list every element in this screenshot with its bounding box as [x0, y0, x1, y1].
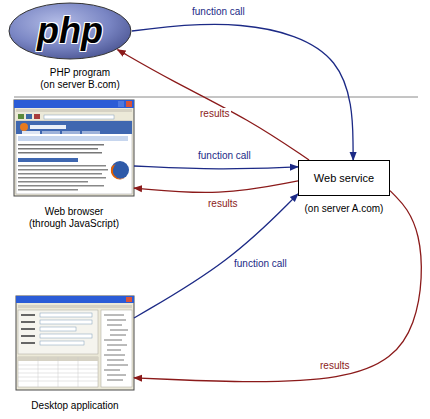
desktop-app-screenshot-part	[40, 327, 76, 331]
browser-screenshot-part	[62, 131, 80, 134]
desktop-app-screenshot-part	[18, 357, 98, 387]
node-sublabel: (on server B.com)	[40, 79, 119, 91]
node-sublabel: (through JavaScript)	[29, 218, 119, 230]
browser-screenshot-part	[18, 136, 128, 141]
node-sublabel: (on server A.com)	[305, 203, 384, 215]
browser-screenshot-part	[22, 131, 40, 134]
browser-screenshot-part	[14, 100, 134, 196]
browser-screenshot-part	[18, 177, 106, 179]
edge-label: results	[206, 198, 239, 210]
desktop-app-screenshot-part	[21, 335, 35, 337]
browser-screenshot-part	[14, 100, 134, 108]
browser-screenshot-part	[42, 131, 60, 134]
desktop-app-screenshot-part	[126, 297, 132, 302]
php-logo	[9, 3, 131, 59]
browser-screenshot-part	[18, 148, 98, 150]
edge-label: function call	[190, 6, 247, 18]
edge-label: function call	[232, 258, 289, 270]
browser-screenshot-part	[111, 164, 126, 179]
web-service-box: Web service(on server A.com)	[298, 160, 390, 196]
browser-screenshot-part	[126, 101, 132, 107]
desktop-app-node: Desktop application	[16, 296, 134, 390]
connector-arrow	[134, 191, 421, 382]
connector-arrow	[134, 194, 298, 318]
php-logo-part	[9, 3, 131, 59]
browser-screenshot-part	[18, 173, 102, 175]
browser-screenshot-part	[26, 114, 32, 119]
desktop-app-screenshot-part	[21, 321, 35, 323]
logo-text: php	[37, 11, 103, 51]
php-logo-node: phpPHP program(on server B.com)	[8, 2, 132, 60]
edge-label: function call	[196, 150, 253, 162]
browser-screenshot-part	[18, 165, 106, 167]
connector-arrow	[134, 166, 298, 169]
desktop-app-screenshot-part	[18, 310, 98, 354]
desktop-app-screenshot-part	[21, 342, 35, 344]
desktop-app-screenshot-part	[18, 305, 132, 308]
browser-screenshot-part	[44, 115, 114, 119]
browser-screenshot-part	[18, 114, 24, 119]
browser-screenshot-part	[18, 169, 108, 171]
desktop-app-screenshot-part	[21, 328, 35, 330]
desktop-app-screenshot-part	[18, 357, 98, 387]
browser-screenshot-part	[18, 152, 102, 154]
browser-screenshot-part	[82, 131, 100, 134]
node-label: PHP program	[50, 67, 110, 79]
browser-screenshot-part	[16, 109, 132, 112]
edge-label: results	[198, 108, 231, 120]
desktop-app-screenshot-part	[40, 341, 84, 345]
browser-screenshot-part	[118, 101, 124, 107]
desktop-app-screenshot-part	[16, 296, 134, 303]
connector-arrow	[117, 50, 309, 160]
browser-screenshot-part	[111, 161, 129, 179]
connector-arrow	[134, 181, 298, 193]
desktop-app-screenshot-part	[40, 313, 92, 317]
browser-screenshot-part	[18, 158, 78, 162]
desktop-app-screenshot-part	[40, 320, 92, 324]
browser-screenshot-part	[16, 121, 132, 194]
browser-screenshot-part	[18, 185, 104, 187]
desktop-app-screenshot-part	[104, 315, 128, 380]
desktop-app-screenshot-part	[16, 296, 134, 390]
browser-screenshot-part	[16, 121, 132, 134]
browser-screenshot-part	[30, 125, 66, 129]
browser-screenshot-part	[18, 189, 78, 191]
browser-screenshot-part	[34, 114, 40, 119]
node-label: Web service	[314, 172, 374, 185]
desktop-app-screenshot	[16, 296, 134, 390]
browser-screenshot-part	[18, 144, 104, 146]
node-label: Web browser	[45, 206, 104, 218]
browser-screenshot	[14, 100, 134, 196]
connector-group	[117, 24, 421, 381]
desktop-app-screenshot-part	[40, 334, 92, 338]
separator-line	[14, 97, 418, 98]
browser-screenshot-part	[20, 123, 28, 131]
node-label: Desktop application	[31, 400, 118, 412]
browser-screenshot-part	[18, 181, 88, 183]
connector-arrow	[132, 24, 353, 160]
desktop-app-screenshot-part	[101, 310, 132, 387]
desktop-app-screenshot-part	[21, 314, 35, 316]
edge-label: results	[318, 360, 351, 372]
browser-node: Web browser(through JavaScript)	[14, 100, 134, 196]
